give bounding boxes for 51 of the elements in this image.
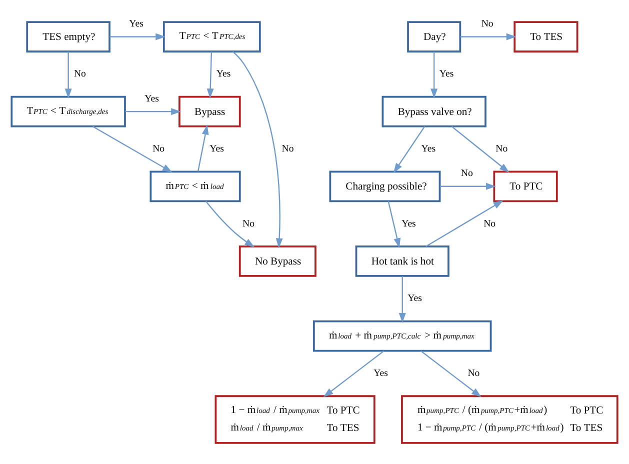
edge-label: No: [152, 143, 165, 154]
node-box: No Bypass: [238, 245, 316, 276]
node-box: To TES: [514, 20, 578, 52]
arrow: [460, 32, 516, 40]
edge-label: No: [74, 68, 86, 80]
edge-label: Yes: [374, 368, 388, 379]
arrow: [323, 350, 384, 397]
edge-label: No: [460, 168, 473, 179]
arrow: [232, 50, 283, 248]
arrow: [393, 126, 426, 173]
arrow: [426, 200, 504, 246]
edge-label: No: [484, 218, 496, 229]
arrow: [206, 200, 255, 247]
node-box: Day?: [407, 20, 462, 52]
node-box: ṁPTC < ṁload: [150, 170, 241, 202]
edge-label: No: [468, 368, 480, 379]
edge-label: Yes: [421, 143, 436, 154]
arrow: [197, 124, 209, 172]
edge-label: Yes: [216, 68, 231, 80]
arrow: [388, 200, 401, 248]
edge-label: No: [242, 218, 255, 229]
node-box: Charging possible?: [329, 170, 441, 202]
arrow: [125, 108, 182, 115]
node-box: TPTC < TPTC,des: [162, 20, 261, 52]
arrow: [430, 51, 438, 98]
arrow: [110, 32, 166, 40]
edge-label: Yes: [210, 143, 224, 154]
arrow: [64, 51, 72, 98]
edge-label: Yes: [129, 18, 144, 29]
arrow: [440, 182, 496, 190]
arrow: [420, 350, 482, 397]
edge-label: Yes: [439, 68, 454, 80]
node-box: TES empty?: [26, 20, 110, 52]
edge-label: Yes: [144, 92, 159, 104]
node-box: ṁpump,PTC / (ṁpump,PTC+ṁload) To PTC 1 − ṁpump,PTC / (ṁpump,PTC+ṁload) To TES: [401, 394, 618, 444]
arrow: [451, 126, 510, 172]
arrow: [206, 51, 214, 98]
node-box: TPTC < Tdischarge,des: [10, 95, 126, 127]
arrow: [92, 125, 172, 172]
edge-label: Yes: [408, 292, 422, 304]
edge-label: Yes: [402, 218, 416, 229]
edge-label: No: [481, 18, 494, 29]
node-box: 1 − ṁload / ṁpump,max To PTC ṁload / ṁpump,max To TES: [214, 394, 376, 444]
arrow: [398, 276, 406, 323]
node-box: Hot tank is hot: [355, 245, 450, 276]
node-box: Bypass valve on?: [382, 95, 486, 127]
node-box: Bypass: [178, 95, 241, 127]
node-box: To PTC: [493, 170, 558, 202]
edge-label: No: [282, 143, 294, 154]
node-box: ṁload + ṁpump,PTC,calc > ṁpump,max: [313, 320, 492, 352]
edge-label: No: [496, 143, 508, 154]
